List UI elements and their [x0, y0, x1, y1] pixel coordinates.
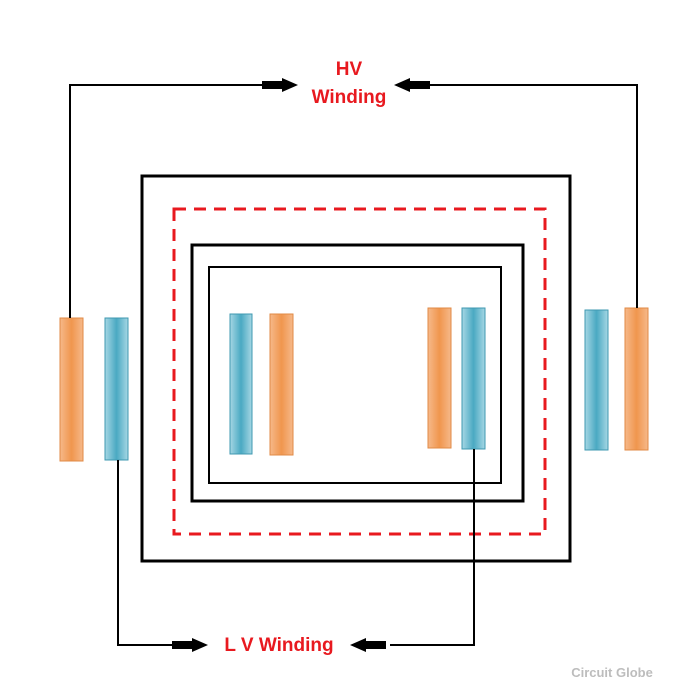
lv-wire-left — [117, 460, 175, 646]
outer-core-frame — [140, 174, 572, 563]
dashed-tank-outline — [172, 207, 547, 536]
lv-label: L V Winding — [224, 635, 333, 656]
innermost-core-frame — [208, 266, 502, 484]
inner-core-frame — [190, 243, 525, 503]
hv-wire-right — [430, 84, 638, 308]
hv-winding-left-inner — [269, 313, 294, 456]
lv-winding-left-outer — [104, 317, 129, 461]
hv-winding-right-inner — [427, 307, 452, 449]
hv-label-line2: Winding — [312, 87, 387, 108]
hv-winding-left-outer — [59, 317, 84, 462]
lv-wire-right — [390, 449, 475, 646]
hv-winding-right-outer — [624, 307, 649, 451]
lv-winding-left-inner — [229, 313, 253, 455]
watermark: Circuit Globe — [571, 665, 653, 680]
hv-label-line1: HV — [336, 59, 363, 80]
hv-arrow-right — [394, 78, 430, 92]
hv-wire-left — [69, 84, 265, 318]
hv-arrow-left — [262, 78, 298, 92]
lv-winding-right-inner — [461, 307, 486, 450]
lv-arrow-right — [350, 638, 386, 652]
lv-arrow-left — [172, 638, 208, 652]
lv-winding-right-outer — [584, 309, 609, 451]
